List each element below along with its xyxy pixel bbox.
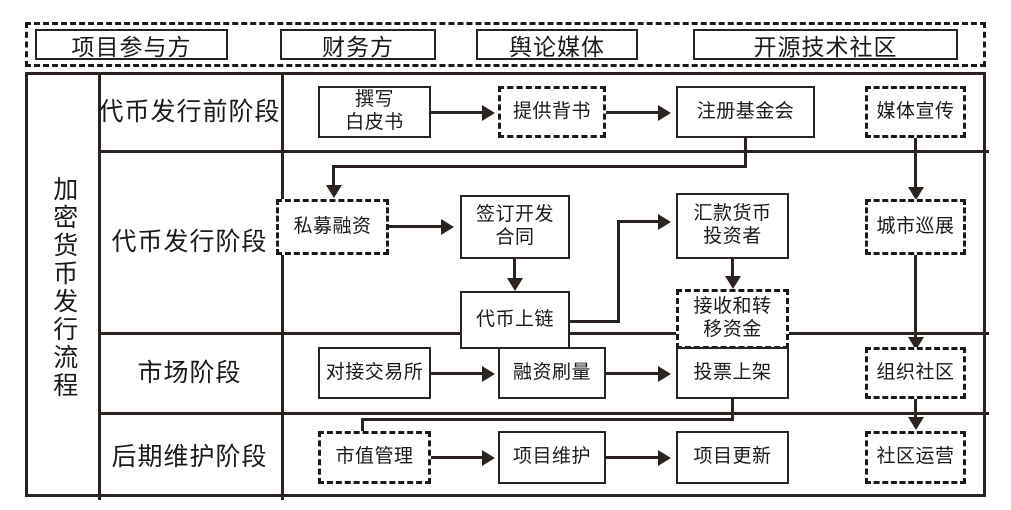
stage-label-issue: 代币发行阶段 (98, 153, 281, 332)
arrowhead-down-icon (724, 276, 741, 289)
stage-label-maintenance: 后期维护阶段 (98, 415, 281, 500)
node-receive-transfer-funds[interactable]: 接收和转 移资金 (676, 289, 789, 349)
connector-citytour-to-organize (914, 255, 917, 347)
node-token-on-chain[interactable]: 代币上链 (460, 291, 570, 349)
divider-left-title (98, 75, 101, 500)
arrowhead-down-icon (907, 417, 924, 430)
connector-remit-to-receive (731, 259, 734, 279)
node-media-promotion[interactable]: 媒体宣传 (865, 86, 966, 138)
arrowhead-right-icon (482, 449, 495, 466)
node-project-update[interactable]: 项目更新 (676, 431, 789, 484)
node-label: 融资刷量 (512, 361, 591, 383)
node-city-tour[interactable]: 城市巡展 (865, 199, 966, 255)
arrowhead-down-icon (907, 337, 924, 350)
node-organize-community[interactable]: 组织社区 (865, 347, 966, 399)
node-market-value-management[interactable]: 市值管理 (318, 431, 431, 484)
node-remit-currency-investor[interactable]: 汇款货币 投资者 (676, 193, 789, 259)
node-label: 组织社区 (876, 361, 955, 383)
diagram-title-vertical: 加密货币发行流程 (28, 75, 98, 500)
connector-foundation-left (332, 165, 747, 168)
arrowhead-down-icon (907, 187, 924, 200)
node-label: 私募融资 (293, 215, 372, 237)
arrowhead-down-icon (506, 278, 523, 291)
connector-foundation-to-private-down (332, 165, 335, 188)
connector-contract-to-tokenchain (513, 259, 516, 281)
connector-tokenchain-up (617, 220, 620, 323)
row-divider-3 (98, 412, 989, 415)
header-lane-project-party: 项目参与方 (35, 29, 228, 60)
node-label: 投票上架 (693, 361, 772, 383)
node-label: 代币上链 (475, 308, 554, 330)
connector-whitepaper-to-endorsement (431, 111, 484, 114)
header-lane-band: 项目参与方 财务方 舆论媒体 开源技术社区 (25, 22, 986, 67)
connector-vote-left (361, 418, 734, 421)
arrowhead-right-icon (482, 104, 495, 121)
node-label-line1: 签订开发 (475, 204, 554, 226)
header-lane-opensource-community: 开源技术社区 (693, 29, 958, 60)
connector-media-to-citytour (914, 138, 917, 190)
stage-label-pre-issue: 代币发行前阶段 (98, 75, 281, 150)
header-lane-label: 项目参与方 (71, 34, 192, 60)
connector-vote-down (731, 399, 734, 421)
arrowhead-right-icon (658, 213, 671, 230)
header-lane-finance-party: 财务方 (280, 29, 436, 60)
stage-label-market: 市场阶段 (98, 335, 281, 412)
node-connect-exchange[interactable]: 对接交易所 (318, 347, 431, 399)
connector-organize-to-operation (914, 399, 917, 427)
node-provide-endorsement[interactable]: 提供背书 (498, 86, 606, 138)
node-label: 对接交易所 (325, 361, 424, 383)
row-divider-1 (98, 150, 989, 153)
node-label-line2: 投资者 (703, 226, 762, 247)
connector-private-to-contract (389, 225, 443, 228)
arrowhead-right-icon (658, 365, 671, 382)
node-label: 项目更新 (693, 446, 772, 468)
node-register-foundation[interactable]: 注册基金会 (676, 86, 815, 138)
node-label-line2: 合同 (495, 227, 535, 248)
node-label: 提供背书 (512, 100, 591, 122)
connector-vote-to-mvm-down (361, 418, 364, 440)
node-label-line1: 接收和转 (693, 296, 772, 318)
connector-foundation-down (744, 138, 747, 168)
arrowhead-right-icon (482, 365, 495, 382)
stage-label-text: 市场阶段 (137, 359, 242, 387)
node-label-line1: 撰写 (354, 89, 394, 111)
connector-mvm-to-maintain (431, 456, 484, 459)
header-lane-label: 财务方 (322, 34, 394, 60)
node-label-line2: 白皮书 (345, 112, 404, 133)
connector-volume-to-vote (606, 372, 660, 375)
node-financing-volume[interactable]: 融资刷量 (498, 347, 606, 399)
divider-stage-content (281, 75, 284, 500)
node-private-financing[interactable]: 私募融资 (276, 199, 389, 255)
arrowhead-down-icon (325, 185, 342, 198)
header-lane-public-media: 舆论媒体 (476, 29, 638, 60)
arrowhead-right-icon (441, 218, 454, 235)
diagram-title-text: 加密货币发行流程 (49, 175, 77, 400)
connector-endorsement-to-foundation (606, 111, 660, 114)
node-label: 社区运营 (876, 446, 955, 468)
node-write-whitepaper[interactable]: 撰写 白皮书 (318, 86, 431, 138)
node-label: 媒体宣传 (876, 100, 955, 122)
node-label: 注册基金会 (696, 100, 795, 122)
node-vote-listing[interactable]: 投票上架 (676, 347, 789, 399)
connector-exchange-to-volume (431, 372, 484, 375)
node-label: 项目维护 (512, 446, 591, 468)
arrowhead-right-icon (658, 449, 671, 466)
node-label: 城市巡展 (876, 215, 955, 237)
connector-maintain-to-update (606, 456, 660, 459)
node-project-maintain[interactable]: 项目维护 (498, 431, 606, 484)
node-community-operation[interactable]: 社区运营 (865, 431, 966, 484)
connector-tokenchain-right (570, 320, 620, 323)
node-sign-dev-contract[interactable]: 签订开发 合同 (460, 195, 570, 259)
node-label: 市值管理 (335, 446, 414, 468)
process-table: 加密货币发行流程 代币发行前阶段 代币发行阶段 市场阶段 后期维护阶段 撰写 白… (25, 72, 989, 500)
stage-label-text: 代币发行前阶段 (98, 98, 281, 126)
stage-label-text: 代币发行阶段 (111, 228, 268, 256)
connector-tokenchain-to-remit (617, 220, 660, 223)
node-label-line2: 移资金 (703, 319, 762, 340)
node-label-line1: 汇款货币 (693, 203, 772, 225)
header-lane-label: 舆论媒体 (509, 34, 605, 60)
arrowhead-right-icon (658, 104, 671, 121)
header-lane-label: 开源技术社区 (753, 34, 898, 60)
stage-label-text: 后期维护阶段 (111, 443, 268, 471)
